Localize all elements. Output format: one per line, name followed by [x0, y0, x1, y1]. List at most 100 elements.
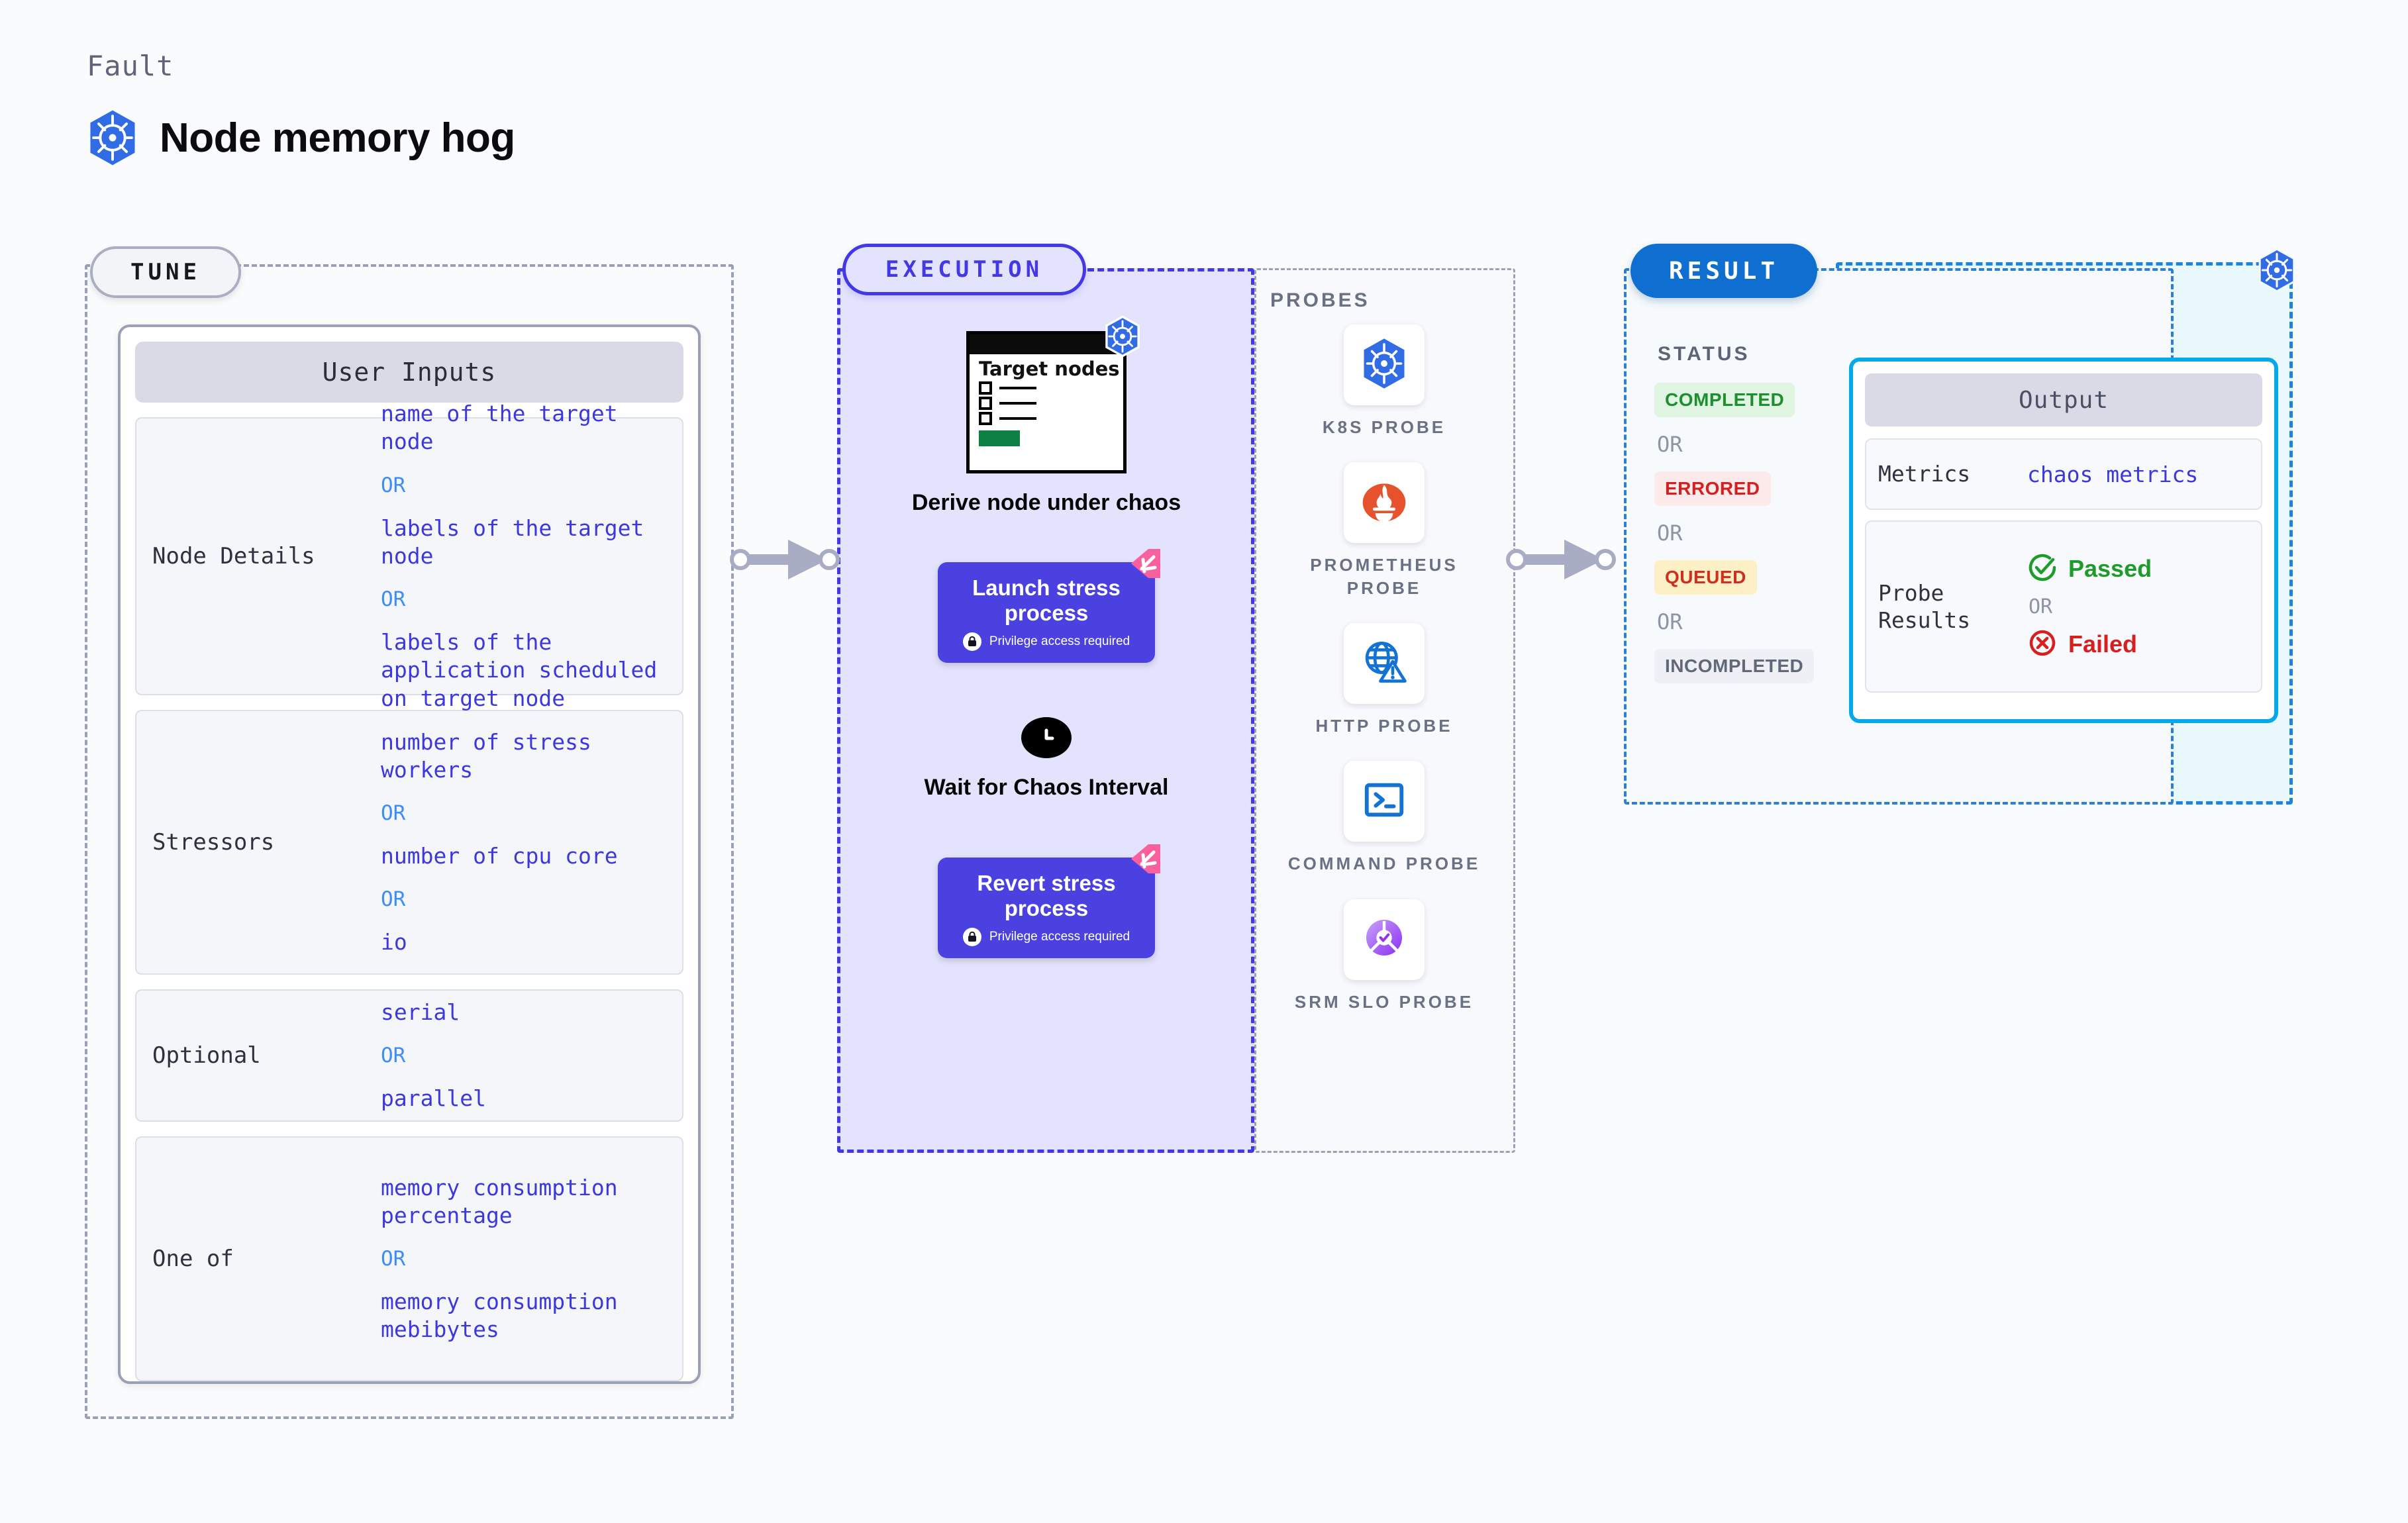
step-title: Revert stress process: [977, 871, 1116, 921]
group-value: parallel: [381, 1085, 486, 1111]
group-value: name of the target node: [381, 401, 618, 455]
window-titlebar: [970, 334, 1123, 354]
group-value: number of stress workers: [381, 728, 591, 783]
probes-section-border: [1254, 268, 1515, 1153]
user-inputs-header: User Inputs: [135, 342, 683, 403]
output-value: chaos metrics: [2027, 461, 2199, 487]
probe-name: PROMETHEUS PROBE: [1310, 555, 1458, 598]
probe-item-srm-slo[interactable]: SRM SLO PROBE: [1272, 899, 1497, 1013]
group-value: io: [381, 929, 407, 956]
fault-label: Fault: [87, 50, 174, 82]
probe-item-prometheus[interactable]: PROMETHEUS PROBE: [1272, 462, 1497, 599]
result-badge: RESULT: [1630, 244, 1817, 298]
status-title: STATUS: [1658, 343, 1750, 365]
execution-badge: EXECUTION: [842, 244, 1086, 295]
step-subtitle: Privilege access required: [989, 929, 1130, 944]
tune-badge: TUNE: [90, 246, 241, 298]
lock-icon: [962, 632, 981, 651]
probe-result-values: Passed OR Failed: [2027, 552, 2152, 662]
kubernetes-icon: [2257, 248, 2297, 295]
output-label: Metrics: [1878, 461, 1971, 487]
status-badge: COMPLETED: [1654, 383, 1795, 417]
group-separator: OR: [381, 887, 406, 912]
status-badge: ERRORED: [1654, 471, 1771, 506]
execution-flow: Target nodes: [881, 315, 1212, 958]
user-inputs-card: User Inputs Node Details name of the tar…: [118, 324, 701, 1384]
line-placeholder: [999, 401, 1036, 405]
group-separator: OR: [381, 1044, 406, 1067]
group-label: Node Details: [152, 542, 315, 569]
probe-item-http[interactable]: HTTP PROBE: [1272, 622, 1497, 737]
status-separator: OR: [1657, 520, 1683, 546]
group-value: memory consumption mebibytes: [381, 1289, 618, 1343]
terminal-icon: [1362, 777, 1407, 826]
probe-name: COMMAND PROBE: [1287, 854, 1481, 874]
step-subtitle: Privilege access required: [989, 634, 1130, 648]
probe-tile: [1344, 761, 1425, 842]
checkbox-icon: [979, 411, 992, 425]
group-value: number of cpu core: [381, 843, 618, 869]
probe-tile: [1344, 899, 1425, 980]
status-list: COMPLETED OR ERRORED OR QUEUED OR INCOMP…: [1654, 383, 1853, 683]
window-title: Target nodes: [979, 358, 1120, 380]
step-launch-stress-process[interactable]: Launch stress process Privilege access r…: [938, 549, 1160, 663]
probes-title: PROBES: [1270, 289, 1370, 311]
window-list-item: [970, 395, 1123, 410]
group-separator: OR: [381, 473, 406, 497]
probe-item-k8s[interactable]: K8S PROBE: [1272, 324, 1497, 438]
group-separator: OR: [381, 1247, 406, 1271]
input-group-stressors: Stressors number of stress workers OR nu…: [135, 710, 683, 975]
check-circle-icon: [2027, 552, 2058, 586]
group-label: Stressors: [152, 828, 275, 856]
probe-result-separator: OR: [2029, 595, 2053, 618]
connector-tune-to-execution: [730, 540, 840, 579]
output-row-metrics: Metrics chaos metrics: [1865, 438, 2262, 510]
status-badge: QUEUED: [1654, 560, 1757, 595]
prometheus-icon: [1359, 476, 1409, 530]
group-value: serial: [381, 999, 460, 1025]
probes-list: K8S PROBE PROMETHEUS PROBE: [1272, 324, 1497, 1037]
kubernetes-icon: [1104, 315, 1141, 360]
group-label: Optional: [152, 1042, 261, 1069]
line-placeholder: [999, 417, 1036, 420]
output-card: Output Metrics chaos metrics Probe Resul…: [1849, 358, 2278, 723]
input-group-optional: Optional serial OR parallel: [135, 989, 683, 1122]
clock-icon: [1021, 716, 1072, 758]
kubernetes-icon: [1360, 338, 1408, 393]
group-separator: OR: [381, 587, 406, 612]
probe-item-command[interactable]: COMMAND PROBE: [1272, 761, 1497, 875]
step-caption-derive-node: Derive node under chaos: [911, 490, 1181, 515]
probe-tile: [1344, 622, 1425, 704]
line-placeholder: [999, 386, 1036, 389]
probe-name: K8S PROBE: [1322, 417, 1446, 437]
output-header: Output: [1865, 373, 2262, 426]
status-separator: OR: [1657, 609, 1683, 634]
x-circle-icon: [2027, 628, 2058, 662]
group-value: labels of the target node: [381, 515, 644, 569]
tune-section-border: [85, 264, 734, 1419]
step-revert-stress-process[interactable]: Revert stress process Privilege access r…: [938, 844, 1160, 958]
step-caption-wait-for-chaos: Wait for Chaos Interval: [924, 774, 1169, 800]
group-values: memory consumption percentage OR memory …: [381, 1174, 670, 1344]
group-value: memory consumption percentage: [381, 1174, 618, 1228]
globe-warning-icon: [1360, 637, 1409, 689]
probe-name: SRM SLO PROBE: [1294, 991, 1474, 1012]
kubernetes-icon-svg: [90, 110, 135, 166]
step-title: Launch stress process: [972, 575, 1121, 626]
litmus-ribbon-icon: [1130, 844, 1160, 877]
input-group-one-of: One of memory consumption percentage OR …: [135, 1136, 683, 1381]
probe-failed-label: Failed: [2068, 630, 2138, 658]
group-label: One of: [152, 1245, 234, 1272]
output-label: Probe Results: [1878, 579, 1971, 633]
srm-slo-icon: [1360, 914, 1408, 965]
probe-tile: [1344, 324, 1425, 405]
wait-step: Wait for Chaos Interval: [881, 716, 1212, 801]
group-values: number of stress workers OR number of cp…: [381, 728, 670, 957]
step-subtitle-row: Privilege access required: [947, 927, 1146, 946]
fault-title: Node memory hog: [160, 115, 515, 161]
checkbox-icon: [979, 396, 992, 410]
target-nodes-window: Target nodes: [966, 315, 1140, 473]
kubernetes-icon: [87, 109, 138, 166]
step-subtitle-row: Privilege access required: [947, 632, 1146, 651]
